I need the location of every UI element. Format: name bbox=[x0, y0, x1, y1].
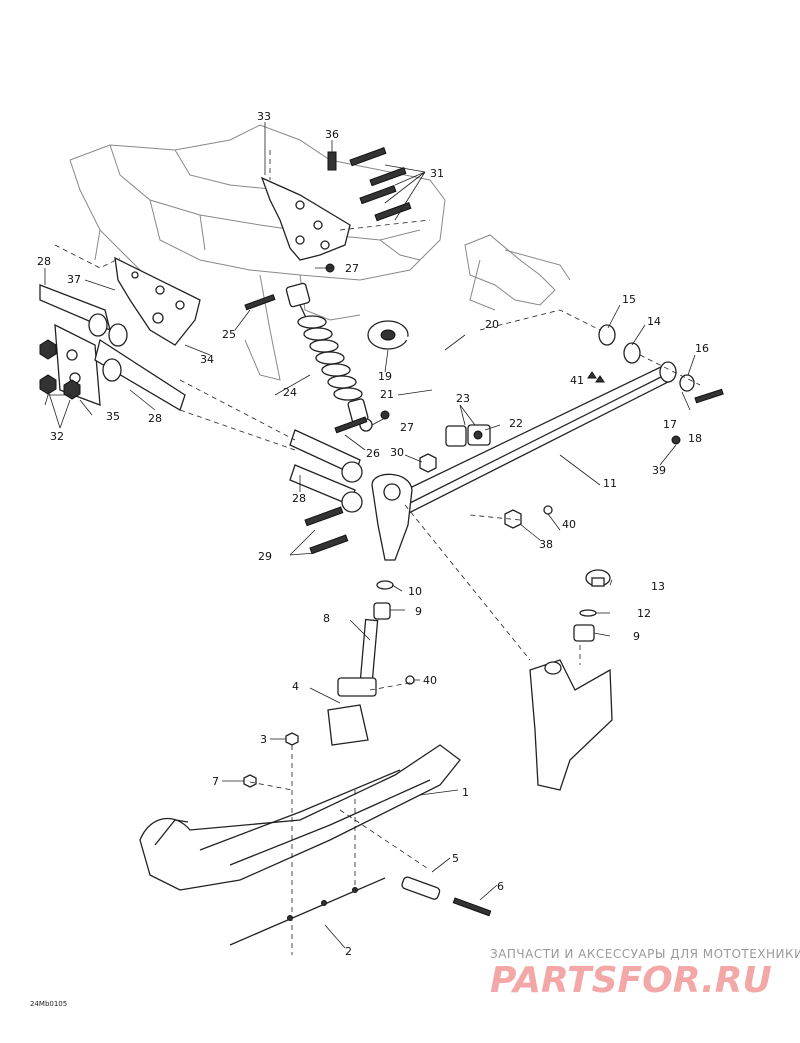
chassis-frame-outline bbox=[69, 124, 446, 381]
runner-2 bbox=[229, 877, 386, 946]
nut-38 bbox=[504, 509, 522, 529]
nut-16-17 bbox=[679, 374, 695, 392]
nut-7 bbox=[243, 774, 257, 788]
callout-24: 24 bbox=[283, 386, 297, 399]
bolt-25 bbox=[244, 294, 276, 311]
callout-35: 35 bbox=[106, 410, 120, 423]
callout-38: 38 bbox=[539, 538, 553, 551]
mounting-plate-left bbox=[114, 256, 201, 346]
bushing-9-right bbox=[573, 624, 595, 642]
callout-28-middle: 28 bbox=[148, 412, 162, 425]
grease-fitting-39 bbox=[671, 435, 681, 445]
nut-30 bbox=[419, 453, 437, 473]
nut-27 bbox=[325, 263, 390, 420]
circlip-12 bbox=[579, 609, 597, 617]
callout-6: 6 bbox=[497, 880, 504, 893]
callout-28-left: 28 bbox=[37, 255, 51, 268]
callout-13: 13 bbox=[651, 580, 665, 593]
callout-4: 4 bbox=[292, 680, 299, 693]
hub-washers-14-15 bbox=[598, 324, 641, 364]
callout-27-lower: 27 bbox=[400, 421, 414, 434]
callout-26: 26 bbox=[366, 447, 380, 460]
callout-9-upper: 9 bbox=[415, 605, 422, 618]
ski-leg-casting bbox=[529, 659, 613, 791]
bolt-6 bbox=[452, 897, 492, 917]
callout-29: 29 bbox=[258, 550, 272, 563]
bolt-set-31 bbox=[349, 147, 412, 222]
shock-absorber-24 bbox=[285, 282, 373, 432]
cap-40 bbox=[405, 505, 553, 685]
callout-33: 33 bbox=[257, 110, 271, 123]
bolt-36 bbox=[327, 151, 337, 171]
nut-3 bbox=[285, 732, 299, 746]
pins-41 bbox=[587, 371, 605, 383]
steering-lever-19 bbox=[367, 320, 409, 350]
spindle-housing bbox=[371, 473, 413, 561]
callout-39: 39 bbox=[652, 464, 666, 477]
callout-28-lower: 28 bbox=[292, 492, 306, 505]
pin-5 bbox=[401, 876, 441, 900]
watermark-subtitle: ЗАПЧАСТИ И АКСЕССУАРЫ ДЛЯ МОТОТЕХНИКИ bbox=[490, 947, 800, 961]
tie-rod-end-22-23 bbox=[445, 424, 491, 447]
callout-20: 20 bbox=[485, 318, 499, 331]
callout-11: 11 bbox=[603, 477, 617, 490]
callout-18: 18 bbox=[688, 432, 702, 445]
ski-leg-4 bbox=[327, 677, 377, 746]
upper-bracket-plate bbox=[260, 176, 351, 261]
callout-7: 7 bbox=[212, 775, 219, 788]
callout-1: 1 bbox=[462, 786, 469, 799]
spindle-shaft-8 bbox=[359, 618, 379, 682]
callout-14: 14 bbox=[647, 315, 661, 328]
callout-9-right: 9 bbox=[633, 630, 640, 643]
callout-27-upper: 27 bbox=[345, 262, 359, 275]
callout-40-upper: 40 bbox=[562, 518, 576, 531]
callout-8: 8 bbox=[323, 612, 330, 625]
callout-2: 2 bbox=[345, 945, 352, 958]
bolt-26 bbox=[334, 416, 368, 434]
callout-37: 37 bbox=[67, 273, 81, 286]
callout-36: 36 bbox=[325, 128, 339, 141]
tie-rod-21 bbox=[404, 336, 452, 434]
callout-10: 10 bbox=[408, 585, 422, 598]
callout-17: 17 bbox=[663, 418, 677, 431]
shock-spring-coils bbox=[297, 315, 363, 401]
upper-right-frame-bracket bbox=[464, 234, 571, 311]
bolts-29 bbox=[304, 506, 349, 555]
assembly-dashed-lines bbox=[54, 150, 701, 955]
callout-30: 30 bbox=[390, 446, 404, 459]
bolt-18 bbox=[694, 388, 724, 404]
callout-12: 12 bbox=[637, 607, 651, 620]
callout-leaders bbox=[44, 122, 696, 949]
ski-1 bbox=[139, 744, 461, 891]
callout-22: 22 bbox=[509, 417, 523, 430]
callout-34: 34 bbox=[200, 353, 214, 366]
callout-15: 15 bbox=[622, 293, 636, 306]
callout-23: 23 bbox=[456, 392, 470, 405]
watermark: ЗАПЧАСТИ И АКСЕССУАРЫ ДЛЯ МОТОТЕХНИКИ PA… bbox=[490, 947, 800, 1001]
callout-25: 25 bbox=[222, 328, 236, 341]
bushing-9-lower bbox=[373, 602, 391, 620]
callout-16: 16 bbox=[695, 342, 709, 355]
trailing-arm-11 bbox=[384, 361, 677, 521]
drawing-code-label: 24Mb0105 bbox=[30, 1000, 67, 1008]
watermark-logo: PARTSFOR.RU bbox=[490, 960, 772, 1001]
callout-40-lower: 40 bbox=[423, 674, 437, 687]
cross-shafts-28 bbox=[39, 284, 363, 513]
nuts-32 bbox=[39, 339, 81, 400]
callout-3: 3 bbox=[260, 733, 267, 746]
cap-13 bbox=[585, 569, 611, 587]
callout-41: 41 bbox=[570, 374, 584, 387]
callout-21: 21 bbox=[380, 388, 394, 401]
callout-19: 19 bbox=[378, 370, 392, 383]
callout-32: 32 bbox=[50, 430, 64, 443]
callout-31: 31 bbox=[430, 167, 444, 180]
bushing-10 bbox=[376, 580, 394, 590]
callout-labels: 1 2 3 4 5 6 7 8 9 9 10 11 12 13 14 15 16… bbox=[37, 110, 709, 958]
callout-5: 5 bbox=[452, 852, 459, 865]
